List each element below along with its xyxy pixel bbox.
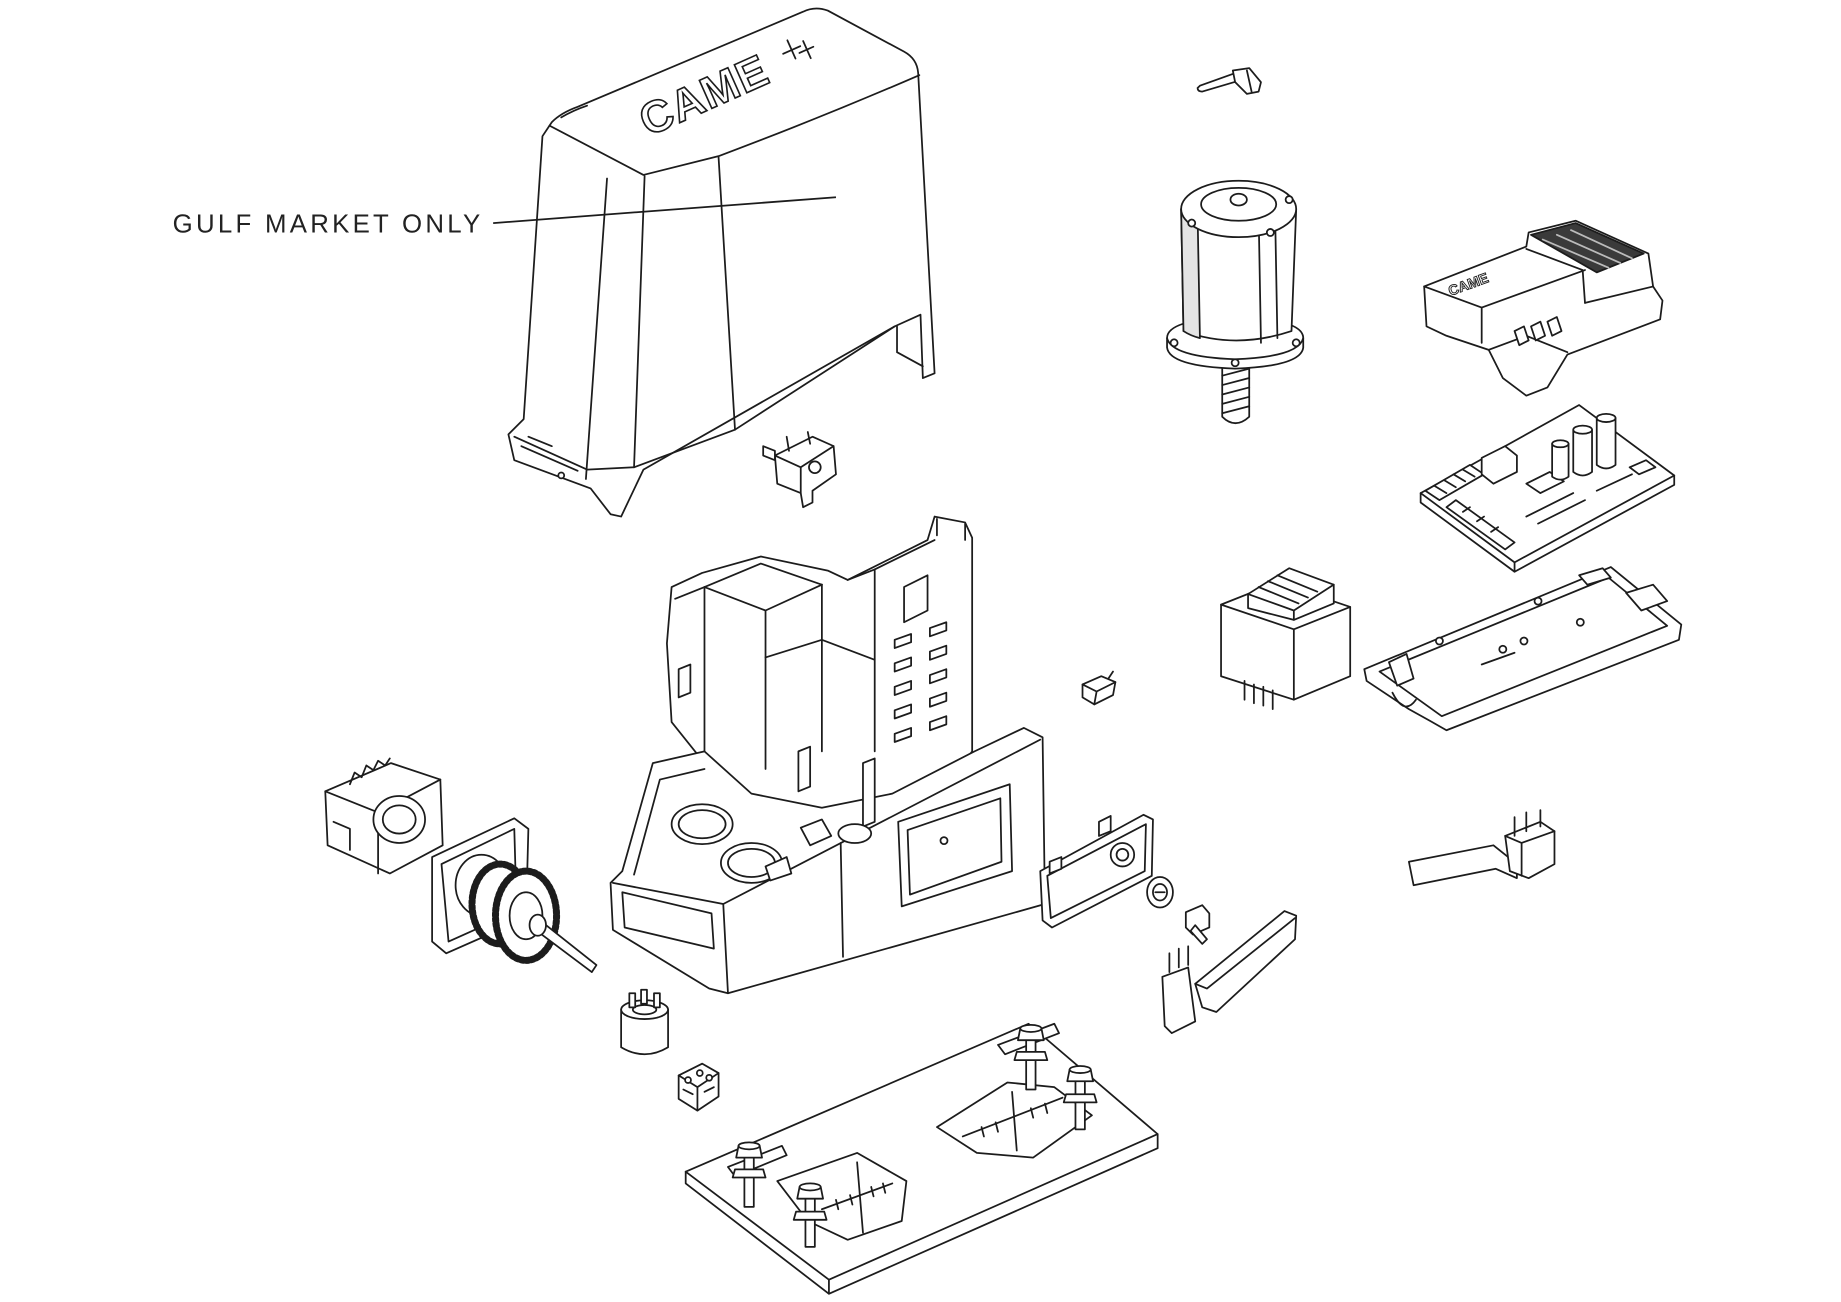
lock-key [1184, 904, 1211, 945]
callout-label: GULF MARKET ONLY [173, 210, 481, 238]
anchor-bolt [731, 1141, 767, 1208]
base-hole [670, 803, 734, 846]
control-box-cover: CAME [1423, 219, 1664, 397]
capacitor [1551, 439, 1570, 481]
release-door [1039, 813, 1154, 929]
anchor-bolt [1062, 1065, 1098, 1131]
release-lever-bracket [1408, 809, 1556, 887]
anchor-bolt [1013, 1024, 1049, 1091]
pinion-ring [324, 757, 444, 875]
microswitch [1081, 670, 1117, 706]
capacitor [1595, 412, 1617, 470]
connector [1628, 459, 1657, 476]
gearmotor-base-housing [609, 515, 1046, 995]
terminal-block [677, 1062, 720, 1112]
front-gear [491, 867, 561, 964]
base-front-recess [897, 783, 1013, 908]
anchor-bolt [792, 1182, 828, 1248]
bushing [620, 988, 669, 1056]
brand-logo-mark [782, 39, 815, 60]
control-board [1419, 404, 1676, 573]
transformer [1220, 567, 1352, 710]
release-lever [1161, 910, 1298, 1035]
lock-cylinder [1146, 876, 1174, 909]
base-post [862, 757, 876, 828]
base-front-slot [621, 891, 715, 950]
terminal-strip [1424, 464, 1516, 551]
tower-slots [677, 621, 948, 793]
anchor-plate [684, 1022, 1159, 1295]
board-mounting-plate [1363, 566, 1683, 732]
relay [1480, 445, 1518, 485]
capacitor [1572, 424, 1593, 477]
electric-motor [1166, 179, 1305, 425]
limit-switch-bracket [762, 431, 837, 509]
foundation-bracket [936, 1081, 1093, 1159]
cover-housing: CAME [507, 7, 936, 518]
base-hole [720, 842, 783, 884]
callout-leader-line [493, 196, 837, 224]
base-switch [799, 818, 833, 847]
terminal-slots [1513, 316, 1563, 347]
gear-shaft-assembly [431, 817, 598, 973]
release-key [1196, 67, 1262, 95]
